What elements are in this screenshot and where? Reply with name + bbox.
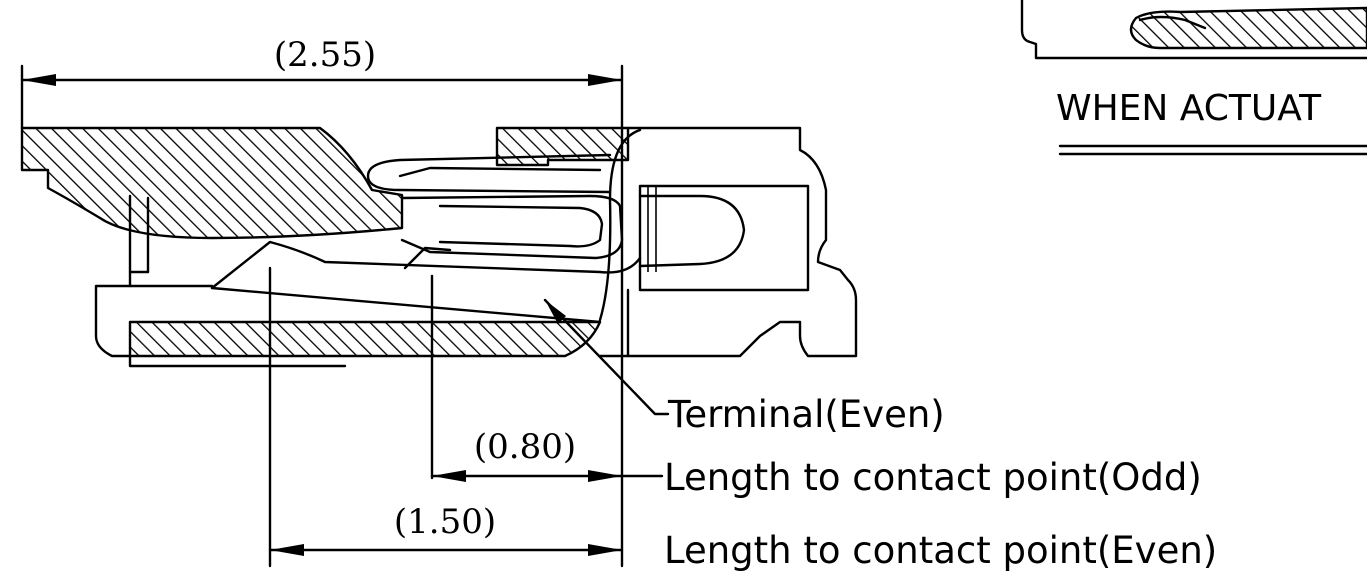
lower-housing-hatch <box>128 320 602 358</box>
main-section <box>20 126 858 368</box>
arrowhead-even-left <box>270 544 304 556</box>
terminal-leader <box>543 298 670 416</box>
lower-contact-wedge <box>210 286 602 324</box>
fpc-curved-end <box>598 128 642 322</box>
arrowhead-odd-left <box>432 470 466 482</box>
arrowhead-even-right <box>588 544 622 556</box>
dimension-odd: (0.80) <box>430 274 624 482</box>
lower-contact-hook <box>403 246 452 270</box>
arrowhead-odd-right <box>588 470 622 482</box>
upper-housing-hatch <box>20 126 404 240</box>
dimension-even-value: (1.50) <box>394 502 496 542</box>
terminal-label: Terminal(Even) <box>667 393 945 436</box>
inset-outline <box>1020 0 1367 60</box>
terminal-leader-arrow <box>545 300 566 324</box>
inset-contact-tip <box>1138 15 1207 30</box>
right-housing-cam <box>638 194 746 268</box>
inset-caption: WHEN ACTUAT <box>1056 88 1322 129</box>
right-housing-slot <box>638 184 810 292</box>
inset-hatched-part <box>1129 6 1367 50</box>
lower-contact-spring <box>210 240 642 290</box>
even-length-label: Length to contact point(Even) <box>664 529 1217 572</box>
odd-length-label: Length to contact point(Odd) <box>664 456 1202 499</box>
callouts: Terminal(Even) Length to contact point(O… <box>543 298 1217 572</box>
lower-frame-outline <box>94 194 132 358</box>
arrowhead-left <box>22 74 56 86</box>
upper-contact-loop <box>366 153 612 194</box>
dimension-even: (1.50) <box>268 266 624 568</box>
right-housing-outline <box>598 126 858 358</box>
dimension-overall: (2.55) <box>20 35 624 568</box>
terminal-body-inner <box>438 204 604 248</box>
arrowhead-right <box>588 74 622 86</box>
dimension-odd-value: (0.80) <box>474 427 576 467</box>
dimension-overall-value: (2.55) <box>274 35 376 75</box>
inset-view: WHEN ACTUAT <box>1020 0 1367 156</box>
lower-frame-base <box>128 354 347 368</box>
upper-right-hatch <box>495 126 630 167</box>
upper-contact-inner <box>398 166 602 178</box>
